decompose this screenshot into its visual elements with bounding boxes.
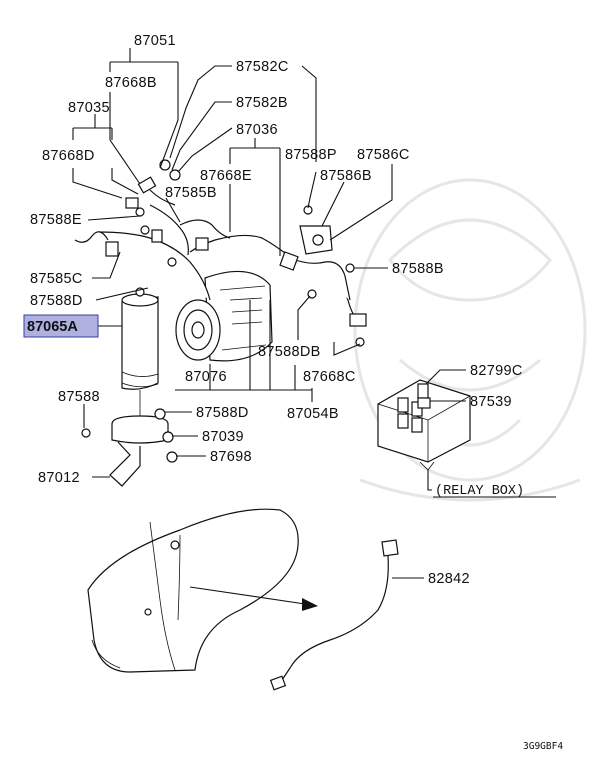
compressor[interactable] — [175, 270, 273, 362]
leader-lines — [72, 48, 466, 579]
callout-87054B[interactable]: 87054B — [287, 406, 339, 422]
highlight-87065A[interactable] — [23, 314, 99, 338]
direction-arrow — [189, 586, 318, 611]
relay-box[interactable] — [377, 379, 471, 471]
callout-87035[interactable]: 87035 — [68, 100, 110, 116]
callout-82842[interactable]: 82842 — [428, 571, 470, 587]
callout-87588D-mid[interactable]: 87588D — [196, 405, 249, 421]
callout-87051[interactable]: 87051 — [134, 33, 176, 49]
callout-87586B[interactable]: 87586B — [320, 168, 372, 184]
callout-87698[interactable]: 87698 — [210, 449, 252, 465]
callout-labels: 87051 87668B 87582C 87582B 87035 87036 8… — [23, 33, 563, 752]
diagram-code: 3G9GBF4 — [523, 741, 563, 752]
callout-87588D-left[interactable]: 87588D — [30, 293, 83, 309]
callout-87588E[interactable]: 87588E — [30, 212, 82, 228]
drier-bracket[interactable] — [109, 390, 169, 487]
callout-87065A[interactable]: 87065A — [27, 319, 78, 335]
watermark-emblem — [353, 178, 587, 502]
callout-87668C[interactable]: 87668C — [303, 369, 356, 385]
callout-87588DB[interactable]: 87588DB — [258, 344, 321, 360]
callout-87076[interactable]: 87076 — [185, 369, 227, 385]
wiring-harness[interactable] — [269, 539, 399, 691]
callout-87582C[interactable]: 87582C — [236, 59, 289, 75]
callout-87585B[interactable]: 87585B — [165, 185, 217, 201]
callout-87582B[interactable]: 87582B — [236, 95, 288, 111]
callout-87588B[interactable]: 87588B — [392, 261, 444, 277]
callout-87668B[interactable]: 87668B — [105, 75, 157, 91]
callout-87668E[interactable]: 87668E — [200, 168, 252, 184]
ac-hoses[interactable] — [74, 189, 361, 323]
hose-fittings[interactable] — [81, 159, 367, 463]
dashboard-panel — [87, 508, 299, 673]
callout-87668D[interactable]: 87668D — [42, 148, 95, 164]
callout-87539[interactable]: 87539 — [470, 394, 512, 410]
callout-87588[interactable]: 87588 — [58, 389, 100, 405]
callout-87586C[interactable]: 87586C — [357, 147, 410, 163]
relay-box-label: (RELAY BOX) — [435, 484, 524, 499]
callout-87585C[interactable]: 87585C — [30, 271, 83, 287]
callout-87588P[interactable]: 87588P — [285, 147, 337, 163]
callout-87012[interactable]: 87012 — [38, 470, 80, 486]
callout-82799C[interactable]: 82799C — [470, 363, 523, 379]
receiver-drier[interactable] — [121, 287, 159, 390]
callout-87039[interactable]: 87039 — [202, 429, 244, 445]
callout-87036[interactable]: 87036 — [236, 122, 278, 138]
